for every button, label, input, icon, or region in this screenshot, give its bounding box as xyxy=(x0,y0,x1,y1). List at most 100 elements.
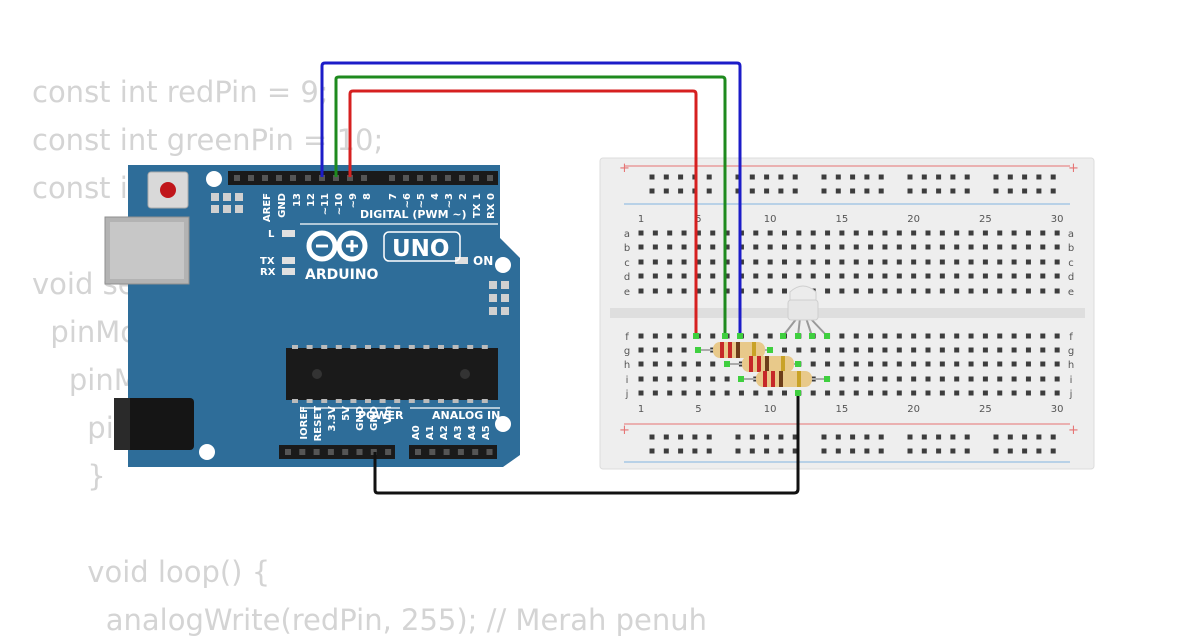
breadboard-hole[interactable] xyxy=(1025,288,1031,294)
breadboard-hole[interactable] xyxy=(1040,333,1046,339)
rail-hole[interactable] xyxy=(706,448,712,454)
breadboard-hole[interactable] xyxy=(1040,390,1046,396)
breadboard-hole[interactable] xyxy=(724,390,730,396)
rail-hole[interactable] xyxy=(936,448,942,454)
breadboard-hole[interactable] xyxy=(825,347,831,353)
breadboard-hole[interactable] xyxy=(1025,259,1031,265)
rail-hole[interactable] xyxy=(1050,448,1056,454)
breadboard-hole[interactable] xyxy=(868,259,874,265)
breadboard-hole[interactable] xyxy=(868,288,874,294)
rail-hole[interactable] xyxy=(792,174,798,180)
rail-hole[interactable] xyxy=(649,434,655,440)
rail-hole[interactable] xyxy=(663,448,669,454)
header-hole[interactable] xyxy=(276,175,282,181)
breadboard-hole[interactable] xyxy=(911,347,917,353)
breadboard-hole[interactable] xyxy=(997,347,1003,353)
breadboard-hole[interactable] xyxy=(825,244,831,250)
breadboard-hole[interactable] xyxy=(710,390,716,396)
breadboard-hole[interactable] xyxy=(997,273,1003,279)
breadboard-hole[interactable] xyxy=(868,244,874,250)
breadboard-hole[interactable] xyxy=(1011,288,1017,294)
rail-hole[interactable] xyxy=(821,188,827,194)
breadboard-hole[interactable] xyxy=(1011,259,1017,265)
breadboard-hole[interactable] xyxy=(925,230,931,236)
rail-hole[interactable] xyxy=(878,174,884,180)
breadboard-hole[interactable] xyxy=(667,390,673,396)
breadboard-hole[interactable] xyxy=(681,390,687,396)
breadboard-hole[interactable] xyxy=(1054,361,1060,367)
resistor[interactable] xyxy=(741,371,827,387)
rail-hole[interactable] xyxy=(1022,188,1028,194)
breadboard-hole[interactable] xyxy=(753,244,759,250)
rail-hole[interactable] xyxy=(663,434,669,440)
rail-hole[interactable] xyxy=(678,174,684,180)
breadboard-hole[interactable] xyxy=(810,244,816,250)
rail-hole[interactable] xyxy=(1022,174,1028,180)
breadboard-hole[interactable] xyxy=(667,273,673,279)
rail-hole[interactable] xyxy=(792,188,798,194)
rail-hole[interactable] xyxy=(764,448,770,454)
breadboard-hole[interactable] xyxy=(767,230,773,236)
rail-hole[interactable] xyxy=(764,174,770,180)
resistor[interactable] xyxy=(698,342,770,358)
breadboard-hole[interactable] xyxy=(839,361,845,367)
rail-hole[interactable] xyxy=(649,174,655,180)
header-hole[interactable] xyxy=(356,449,363,455)
breadboard-hole[interactable] xyxy=(796,230,802,236)
breadboard-hole[interactable] xyxy=(982,288,988,294)
breadboard-hole[interactable] xyxy=(681,259,687,265)
breadboard-hole[interactable] xyxy=(954,244,960,250)
breadboard-hole[interactable] xyxy=(1040,230,1046,236)
breadboard-hole[interactable] xyxy=(968,273,974,279)
rail-hole[interactable] xyxy=(964,174,970,180)
header-hole[interactable] xyxy=(445,175,451,181)
breadboard-hole[interactable] xyxy=(652,347,658,353)
rail-hole[interactable] xyxy=(706,188,712,194)
breadboard-hole[interactable] xyxy=(925,347,931,353)
rail-hole[interactable] xyxy=(764,434,770,440)
breadboard-hole[interactable] xyxy=(810,347,816,353)
breadboard-hole[interactable] xyxy=(667,347,673,353)
breadboard-hole[interactable] xyxy=(853,347,859,353)
breadboard-hole[interactable] xyxy=(997,288,1003,294)
breadboard-hole[interactable] xyxy=(638,273,644,279)
breadboard-hole[interactable] xyxy=(825,259,831,265)
breadboard-hole[interactable] xyxy=(652,244,658,250)
breadboard-hole[interactable] xyxy=(997,259,1003,265)
breadboard-hole[interactable] xyxy=(911,361,917,367)
breadboard-hole[interactable] xyxy=(896,273,902,279)
red-wire[interactable] xyxy=(348,89,698,336)
breadboard-hole[interactable] xyxy=(638,259,644,265)
breadboard-hole[interactable] xyxy=(839,288,845,294)
breadboard-hole[interactable] xyxy=(638,333,644,339)
rail-hole[interactable] xyxy=(1050,174,1056,180)
breadboard-hole[interactable] xyxy=(681,273,687,279)
breadboard-hole[interactable] xyxy=(839,376,845,382)
breadboard-hole[interactable] xyxy=(911,390,917,396)
breadboard-hole[interactable] xyxy=(911,244,917,250)
breadboard-hole[interactable] xyxy=(853,288,859,294)
breadboard-hole[interactable] xyxy=(767,390,773,396)
rail-hole[interactable] xyxy=(778,174,784,180)
breadboard-hole[interactable] xyxy=(896,244,902,250)
breadboard-hole[interactable] xyxy=(954,288,960,294)
breadboard-hole[interactable] xyxy=(753,288,759,294)
breadboard-hole[interactable] xyxy=(724,288,730,294)
breadboard-hole[interactable] xyxy=(1011,244,1017,250)
breadboard-hole[interactable] xyxy=(638,244,644,250)
breadboard-hole[interactable] xyxy=(925,273,931,279)
breadboard-hole[interactable] xyxy=(710,230,716,236)
breadboard-hole[interactable] xyxy=(882,244,888,250)
breadboard-hole[interactable] xyxy=(896,288,902,294)
breadboard-hole[interactable] xyxy=(753,230,759,236)
breadboard-hole[interactable] xyxy=(810,230,816,236)
breadboard-hole[interactable] xyxy=(767,244,773,250)
breadboard-hole[interactable] xyxy=(724,230,730,236)
rail-hole[interactable] xyxy=(764,188,770,194)
breadboard-hole[interactable] xyxy=(796,273,802,279)
breadboard-hole[interactable] xyxy=(796,244,802,250)
breadboard-hole[interactable] xyxy=(982,361,988,367)
breadboard-hole[interactable] xyxy=(839,230,845,236)
breadboard-hole[interactable] xyxy=(954,333,960,339)
breadboard-hole[interactable] xyxy=(853,361,859,367)
